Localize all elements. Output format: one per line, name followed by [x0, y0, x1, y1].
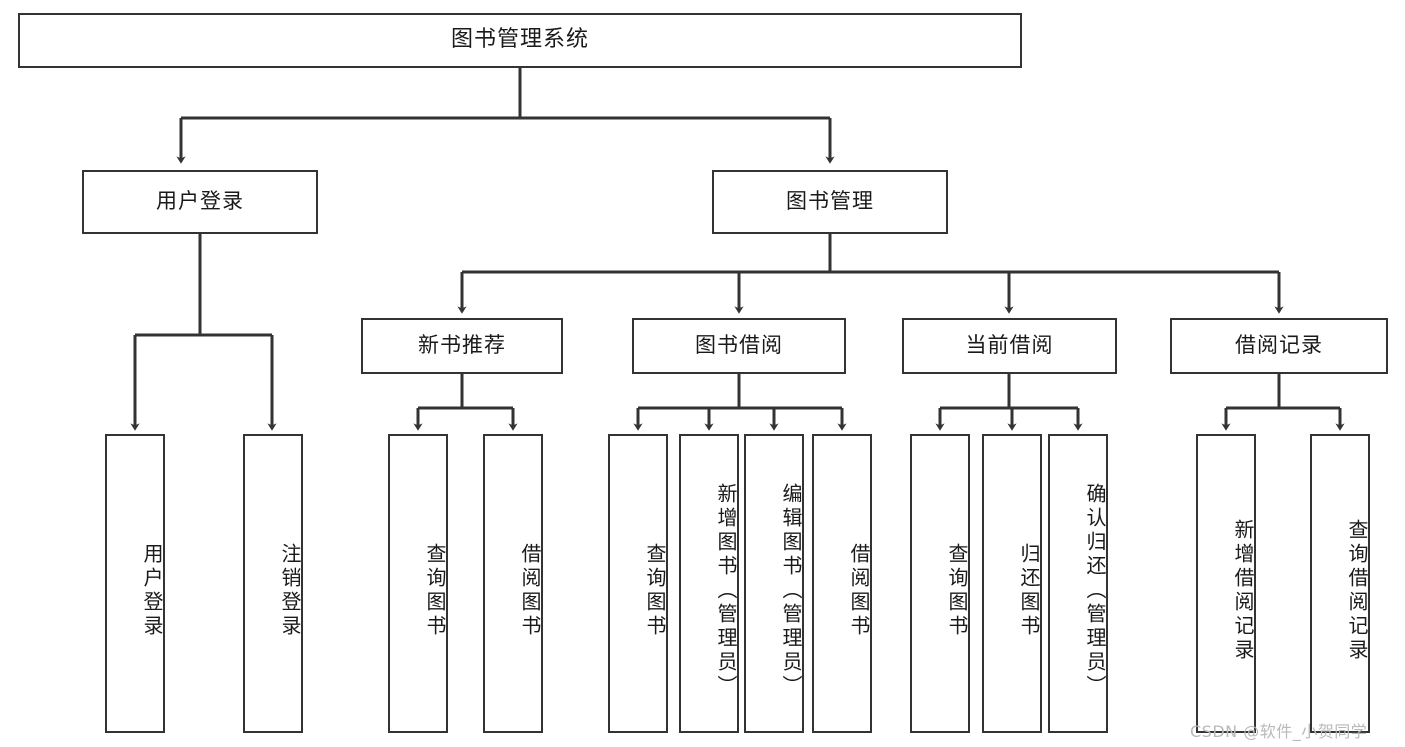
- leaf-edit-book-admin[interactable]: 编辑图书（管理员）: [744, 434, 804, 733]
- node-book-management[interactable]: 图书管理: [712, 170, 948, 234]
- node-label: 用户登录: [140, 542, 164, 639]
- node-label: 图书管理: [786, 189, 874, 214]
- leaf-query-borrow-record[interactable]: 查询借阅记录: [1310, 434, 1370, 733]
- node-label: 编辑图书（管理员）: [779, 482, 803, 699]
- node-label: 新增借阅记录: [1231, 518, 1255, 663]
- node-label: 借阅记录: [1235, 333, 1323, 358]
- node-root-system[interactable]: 图书管理系统: [18, 13, 1022, 68]
- node-new-book-recommend[interactable]: 新书推荐: [361, 318, 563, 374]
- leaf-add-book-admin[interactable]: 新增图书（管理员）: [679, 434, 739, 733]
- leaf-query-book-borrow[interactable]: 查询图书: [608, 434, 668, 733]
- node-label: 借阅图书: [847, 542, 871, 639]
- leaf-query-book-recommend[interactable]: 查询图书: [388, 434, 448, 733]
- node-label: 查询图书: [945, 542, 969, 639]
- leaf-user-login[interactable]: 用户登录: [105, 434, 165, 733]
- node-label: 当前借阅: [965, 333, 1054, 358]
- leaf-logout[interactable]: 注销登录: [243, 434, 303, 733]
- node-user-login[interactable]: 用户登录: [82, 170, 318, 234]
- leaf-return-book[interactable]: 归还图书: [982, 434, 1042, 733]
- csdn-watermark: CSDN @软件_小贺同学: [1190, 722, 1368, 741]
- leaf-add-borrow-record[interactable]: 新增借阅记录: [1196, 434, 1256, 733]
- node-label: 确认归还（管理员）: [1083, 482, 1107, 699]
- node-label: 查询图书: [423, 542, 447, 639]
- node-label: 查询借阅记录: [1345, 518, 1369, 663]
- leaf-query-book-current[interactable]: 查询图书: [910, 434, 970, 733]
- node-label: 归还图书: [1017, 542, 1041, 639]
- node-current-borrow[interactable]: 当前借阅: [902, 318, 1117, 374]
- leaf-borrow-book[interactable]: 借阅图书: [812, 434, 872, 733]
- leaf-confirm-return-admin[interactable]: 确认归还（管理员）: [1048, 434, 1108, 733]
- node-label: 新书推荐: [418, 333, 506, 358]
- node-label: 借阅图书: [518, 542, 542, 639]
- node-book-borrow[interactable]: 图书借阅: [632, 318, 846, 374]
- node-borrow-record[interactable]: 借阅记录: [1170, 318, 1388, 374]
- node-label: 图书管理系统: [450, 27, 589, 53]
- node-label: 新增图书（管理员）: [714, 482, 738, 699]
- node-label: 图书借阅: [695, 333, 783, 358]
- leaf-borrow-book-recommend[interactable]: 借阅图书: [483, 434, 543, 733]
- node-label: 注销登录: [278, 542, 302, 639]
- node-label: 用户登录: [156, 189, 244, 214]
- node-label: 查询图书: [643, 542, 667, 639]
